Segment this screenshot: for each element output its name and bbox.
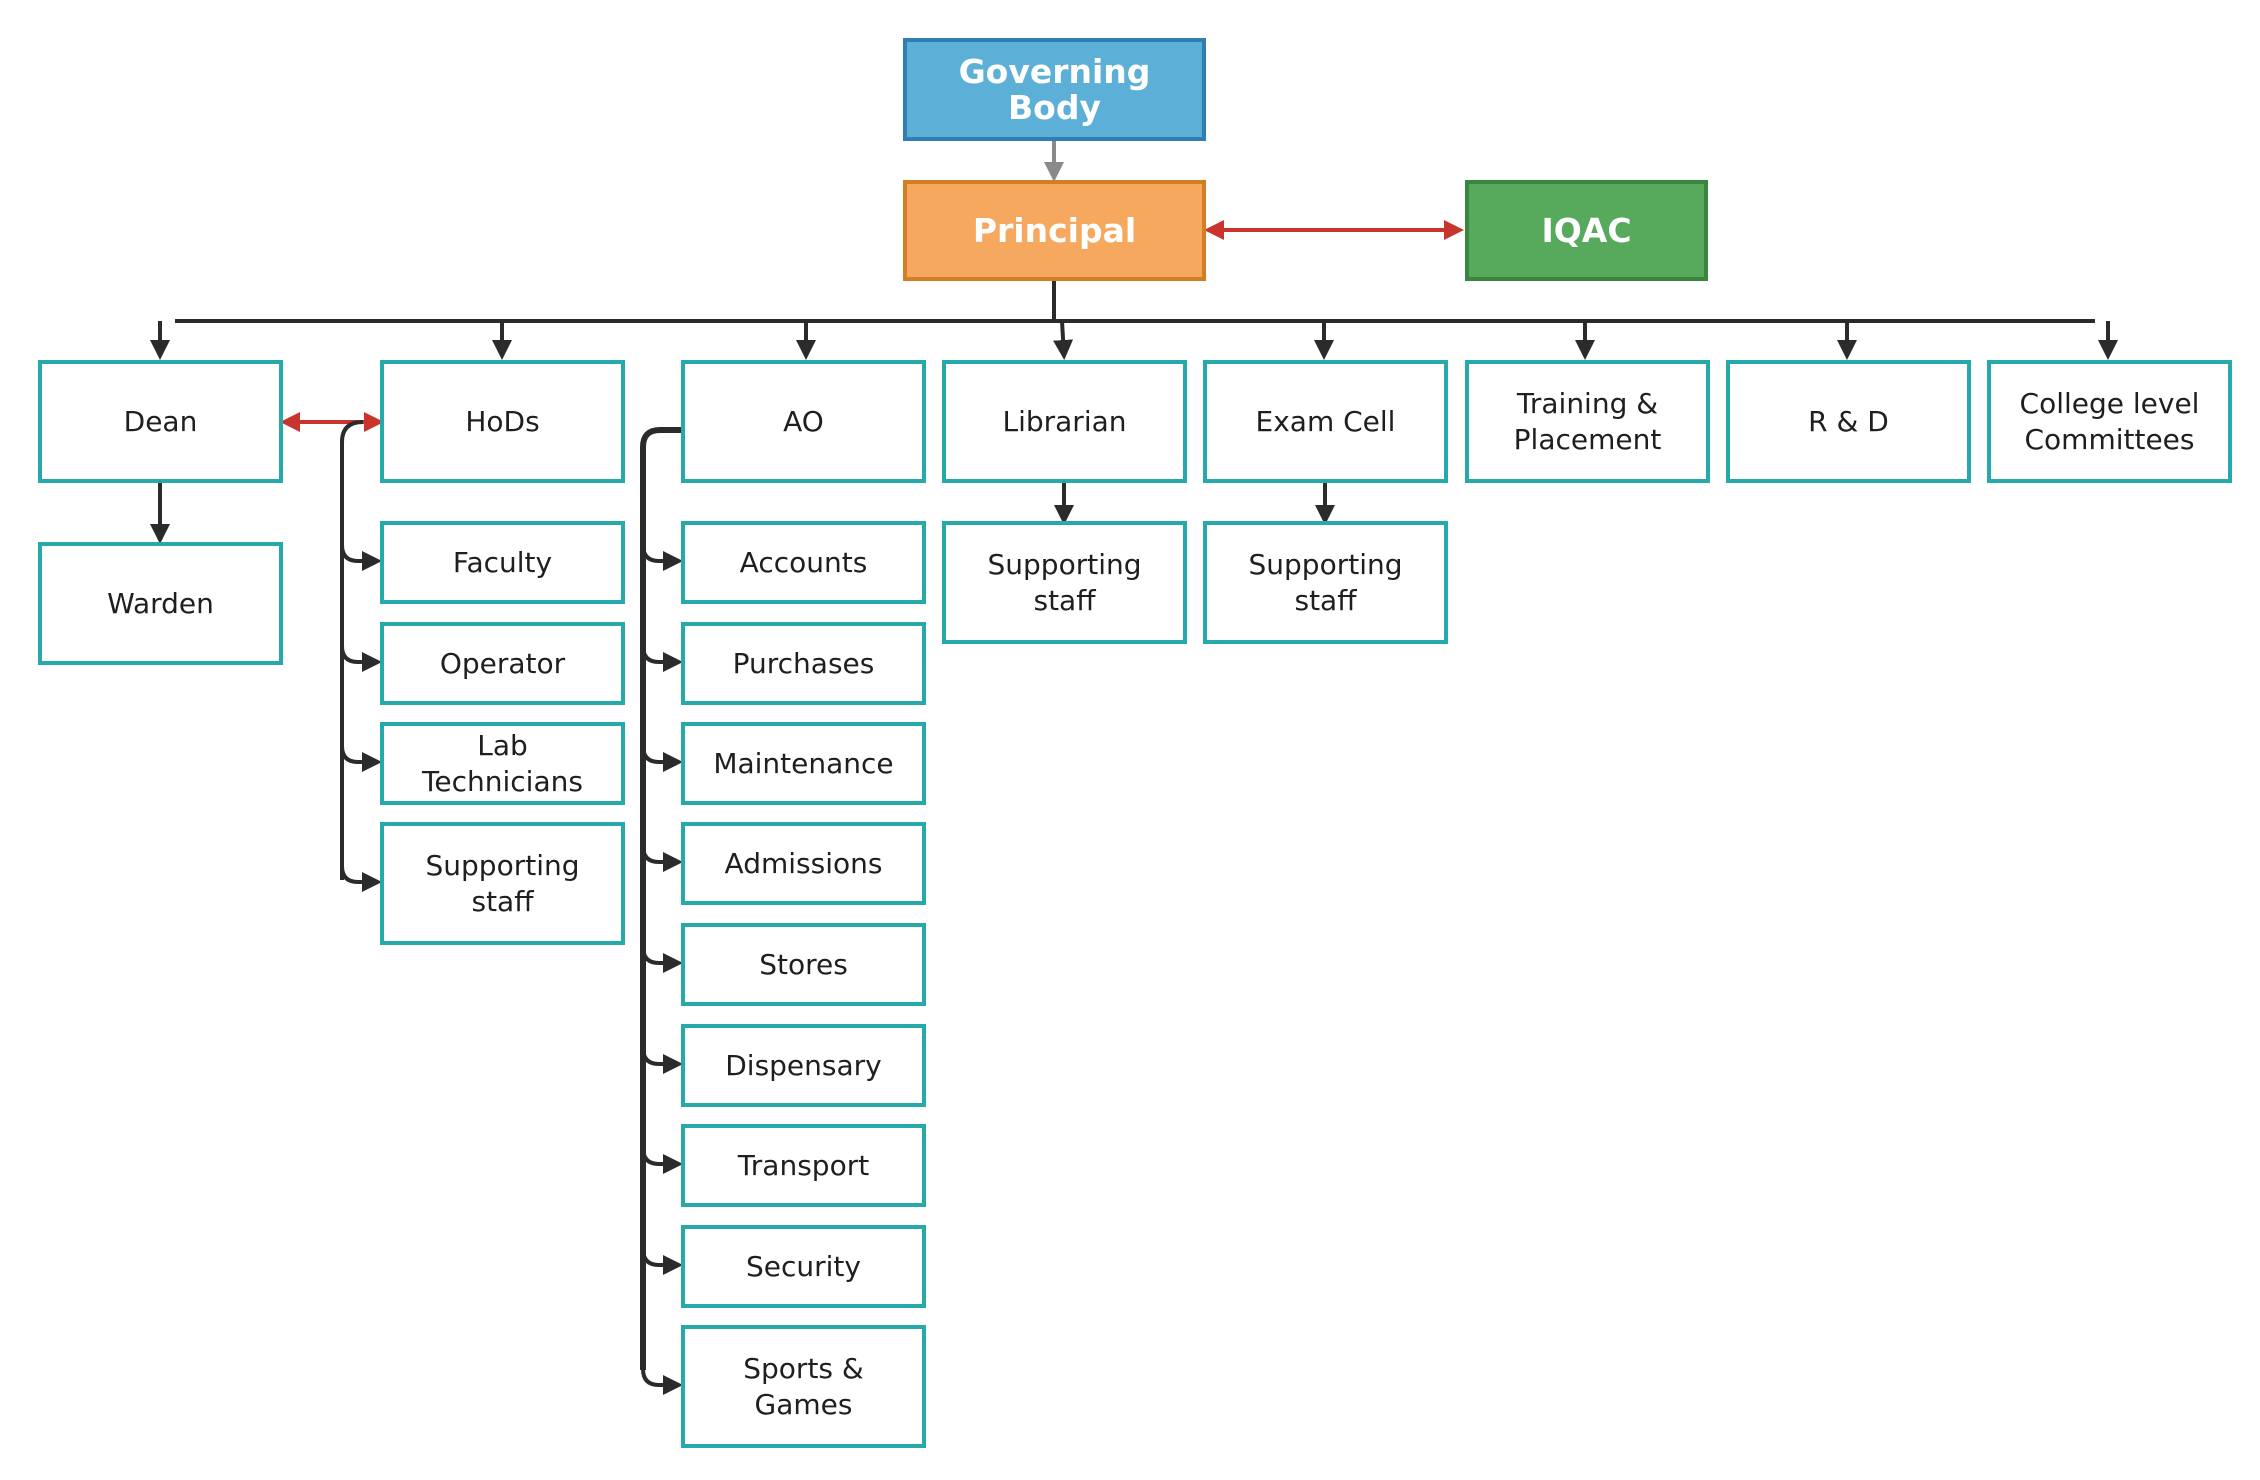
exam-cell-supporting-staff-label: Supporting staff — [1248, 547, 1403, 617]
hods-supporting-staff-node: Supporting staff — [380, 822, 625, 945]
college-committees-label: College level Committees — [2019, 386, 2200, 456]
hods-label: HoDs — [465, 404, 540, 438]
iqac-node: IQAC — [1465, 180, 1708, 281]
principal-label: Principal — [972, 210, 1137, 250]
principal-node: Principal — [903, 180, 1206, 281]
hods-node: HoDs — [380, 360, 625, 483]
transport-label: Transport — [737, 1148, 870, 1182]
college-committees-node: College level Committees — [1987, 360, 2232, 483]
transport-node: Transport — [681, 1124, 926, 1207]
connector-to-maintenance — [641, 745, 683, 772]
connector-to-security — [641, 1248, 683, 1275]
stores-node: Stores — [681, 923, 926, 1006]
training-placement-node: Training & Placement — [1465, 360, 1710, 483]
governing-body-label: Governing Body — [958, 51, 1151, 127]
connector-to-librarian — [1053, 320, 1074, 360]
warden-label: Warden — [107, 586, 214, 620]
exam-cell-node: Exam Cell — [1203, 360, 1448, 483]
maintenance-node: Maintenance — [681, 722, 926, 805]
lab-technicians-label: Lab Technicians — [422, 728, 583, 798]
training-placement-label: Training & Placement — [1513, 386, 1662, 456]
connector-ao-vertical — [640, 427, 681, 1370]
connector-to-lab-technicians — [340, 745, 382, 772]
sports-games-node: Sports & Games — [681, 1325, 926, 1448]
accounts-node: Accounts — [681, 521, 926, 604]
connector-to-admissions — [641, 845, 683, 872]
dispensary-node: Dispensary — [681, 1024, 926, 1107]
maintenance-label: Maintenance — [713, 746, 894, 780]
warden-node: Warden — [38, 542, 283, 665]
connector-to-faculty — [340, 544, 382, 571]
faculty-label: Faculty — [452, 545, 553, 579]
librarian-label: Librarian — [1002, 404, 1127, 438]
admissions-label: Admissions — [724, 846, 883, 880]
connector-to-accounts — [641, 544, 683, 571]
dean-node: Dean — [38, 360, 283, 483]
ao-label: AO — [783, 404, 824, 438]
connector-to-dispensary — [641, 1047, 683, 1074]
admissions-node: Admissions — [681, 822, 926, 905]
connector-to-purchases — [641, 645, 683, 672]
librarian-supporting-staff-label: Supporting staff — [987, 547, 1142, 617]
hods-supporting-staff-label: Supporting staff — [425, 848, 580, 918]
sports-games-label: Sports & Games — [743, 1351, 864, 1421]
connector-to-hods-supporting-staff — [340, 865, 382, 892]
iqac-label: IQAC — [1541, 210, 1632, 250]
security-label: Security — [746, 1249, 861, 1283]
connector-hods-vertical — [340, 420, 364, 880]
rnd-node: R & D — [1726, 360, 1971, 483]
exam-cell-label: Exam Cell — [1255, 404, 1396, 438]
operator-node: Operator — [380, 622, 625, 705]
purchases-label: Purchases — [732, 646, 875, 680]
dean-label: Dean — [123, 404, 198, 438]
rnd-label: R & D — [1808, 404, 1889, 438]
operator-label: Operator — [439, 646, 566, 680]
librarian-node: Librarian — [942, 360, 1187, 483]
librarian-supporting-staff-node: Supporting staff — [942, 521, 1187, 644]
ao-node: AO — [681, 360, 926, 483]
security-node: Security — [681, 1225, 926, 1308]
stores-label: Stores — [759, 947, 848, 981]
faculty-node: Faculty — [380, 521, 625, 604]
connector-to-sports-games — [641, 1368, 683, 1395]
connector-to-operator — [340, 645, 382, 672]
connector-to-transport — [641, 1147, 683, 1174]
governing-body-node: Governing Body — [903, 38, 1206, 141]
accounts-label: Accounts — [739, 545, 868, 579]
connector-to-stores — [641, 946, 683, 973]
exam-cell-supporting-staff-node: Supporting staff — [1203, 521, 1448, 644]
lab-technicians-node: Lab Technicians — [380, 722, 625, 805]
dispensary-label: Dispensary — [725, 1048, 882, 1082]
purchases-node: Purchases — [681, 622, 926, 705]
